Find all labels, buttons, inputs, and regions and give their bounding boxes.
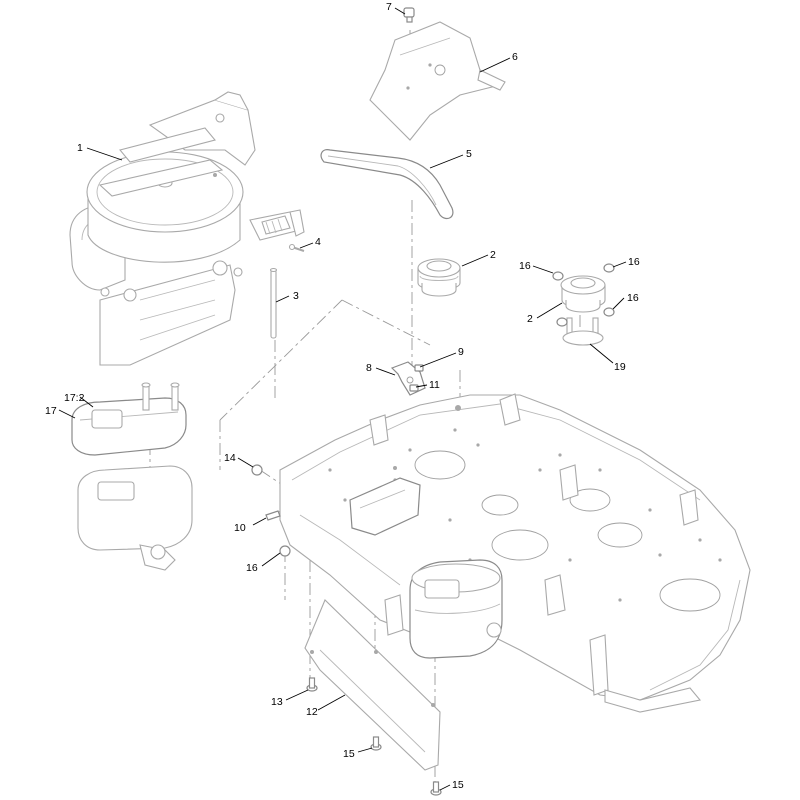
callout-15: 15 [452, 779, 464, 791]
deflector-plate [304, 599, 441, 771]
pulley-assembly-right [552, 263, 615, 346]
callout-2: 2 [527, 313, 533, 325]
callout-16: 16 [627, 292, 639, 304]
callout-6: 6 [512, 51, 518, 63]
callout-12: 12 [306, 706, 318, 718]
shaft [269, 267, 278, 339]
knob [403, 7, 415, 23]
belt [320, 149, 454, 220]
belt-cover [369, 21, 506, 141]
baffle-bracket [349, 466, 421, 536]
callout-1: 1 [77, 142, 83, 154]
leader-lines [58, 7, 627, 791]
callout-14: 14 [224, 452, 236, 464]
callout-7: 7 [386, 1, 392, 13]
blower-housing [69, 91, 305, 366]
callout-16: 16 [519, 260, 531, 272]
callout-10: 10 [234, 522, 246, 534]
mower-deck [279, 393, 751, 713]
callout-17-2: 17:2 [64, 392, 85, 404]
callout-16: 16 [246, 562, 258, 574]
pin [288, 243, 305, 252]
callout-4: 4 [315, 236, 321, 248]
callout-2: 2 [490, 249, 496, 261]
callout-13: 13 [271, 696, 283, 708]
pulley-center [417, 258, 461, 297]
callout-16: 16 [628, 256, 640, 268]
hardware [251, 464, 442, 796]
callout-17: 17 [45, 405, 57, 417]
callout-9: 9 [458, 346, 464, 358]
callout-labels: 1 2 2 3 4 5 6 7 8 9 10 11 12 13 14 15 15… [45, 1, 640, 791]
callout-15: 15 [343, 748, 355, 760]
callout-19: 19 [614, 361, 626, 373]
callout-3: 3 [293, 290, 299, 302]
side-chute [71, 382, 193, 571]
callout-11: 11 [429, 379, 440, 391]
callout-5: 5 [466, 148, 472, 160]
callout-8: 8 [366, 362, 372, 374]
lower-discharge-housing [409, 559, 503, 659]
